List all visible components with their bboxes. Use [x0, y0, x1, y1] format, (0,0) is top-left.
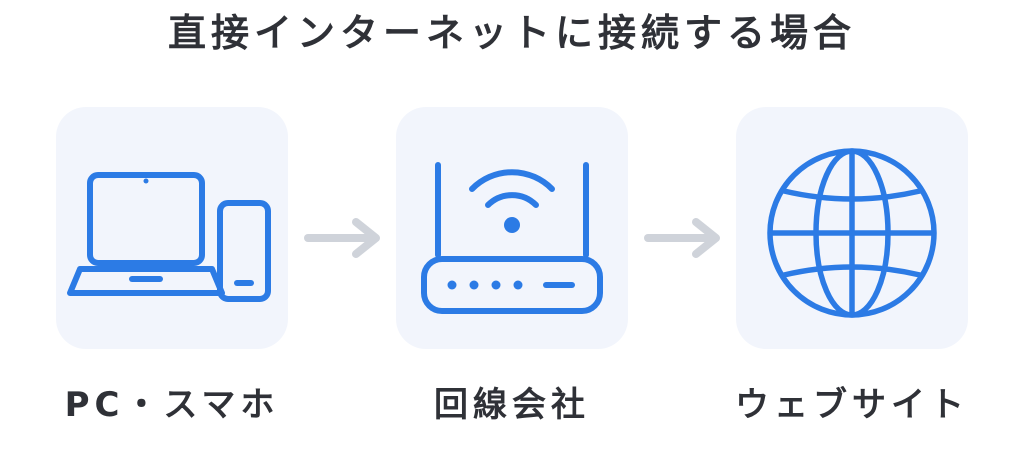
isp-card [396, 107, 628, 349]
website-card [736, 107, 968, 349]
website-label: ウェブサイト [735, 385, 969, 425]
isp-label: 回線会社 [434, 385, 590, 425]
arrow-right-icon [304, 218, 380, 258]
pc-smartphone-label: PC・スマホ [64, 385, 280, 425]
pc-smartphone-card [56, 107, 288, 349]
globe-icon [767, 148, 937, 318]
arrow-right-icon [644, 218, 720, 258]
laptop-smartphone-icon [67, 172, 271, 302]
wifi-router-icon [421, 162, 603, 314]
diagram-title: 直接インターネットに接続する場合 [167, 11, 856, 55]
